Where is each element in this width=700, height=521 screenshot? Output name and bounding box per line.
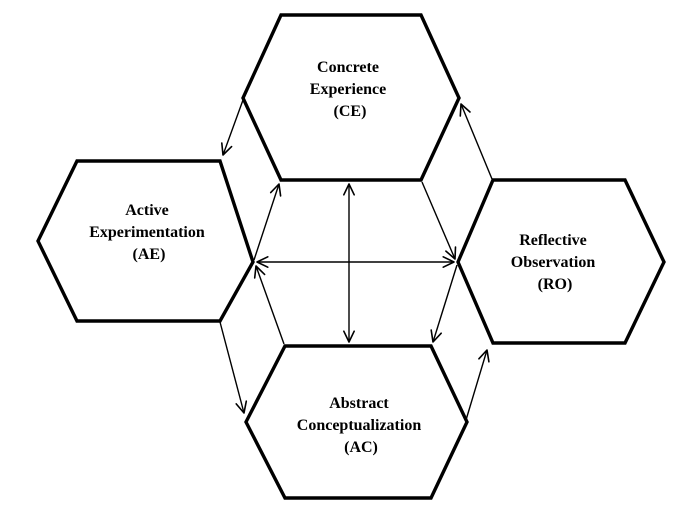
hexagon-active-experimentation	[36, 159, 255, 323]
arrow-ce-to-ro	[421, 181, 457, 260]
arrow-shaft	[465, 349, 488, 421]
arrow-ro-to-ce	[459, 103, 493, 180]
arrowhead	[235, 400, 248, 414]
arrow-shaft	[219, 321, 245, 414]
arrowhead	[445, 246, 457, 260]
label-ae-line1: Active	[125, 202, 169, 219]
label-ro-line3: (RO)	[538, 276, 573, 293]
label-ae-line3: (AE)	[133, 246, 166, 263]
label-ce-line3: (CE)	[334, 103, 367, 120]
arrow-ae-to-ac	[219, 321, 248, 414]
arrow-shaft	[460, 103, 493, 180]
arrowhead	[256, 255, 269, 269]
hexagon-abstract-conceptualization	[244, 344, 469, 500]
arrowhead	[342, 330, 356, 343]
arrowhead	[478, 349, 490, 363]
arrow-shaft	[421, 181, 456, 260]
arrowhead	[459, 103, 471, 117]
arrow-ac-to-ae	[253, 265, 285, 345]
arrow-ac-to-ro	[465, 349, 490, 421]
arrow-shaft	[222, 99, 244, 156]
arrow-shaft	[432, 264, 458, 343]
arrow-shaft	[253, 183, 280, 261]
label-ro-line2: Observation	[511, 254, 596, 271]
hexagon-reflective-observation	[456, 178, 666, 345]
hexagons	[36, 13, 666, 500]
arrow-ce-to-ae	[221, 99, 244, 156]
label-ce-line1: Concrete	[317, 59, 379, 76]
label-ro-line1: Reflective	[519, 232, 587, 249]
arrowhead	[342, 183, 356, 196]
arrow-ae-to-ce	[253, 183, 282, 261]
arrow-ro-to-ac	[430, 264, 458, 343]
label-concrete-experience: Concrete Experience (CE)	[310, 59, 390, 120]
labels: Concrete Experience (CE) Active Experime…	[89, 59, 599, 456]
label-ac-line2: Conceptualization	[297, 417, 422, 434]
arrowhead	[430, 329, 443, 343]
arrowhead	[253, 265, 266, 279]
label-ce-line2: Experience	[310, 81, 386, 98]
arrow-ae-ro-horizontal	[256, 255, 455, 269]
label-ac-line1: Abstract	[329, 395, 389, 412]
label-reflective-observation: Reflective Observation (RO)	[511, 232, 599, 293]
arrowhead	[269, 183, 282, 197]
label-active-experimentation: Active Experimentation (AE)	[89, 202, 209, 263]
arrow-shaft	[255, 265, 285, 345]
hexagon-concrete-experience	[241, 13, 461, 182]
arrowhead	[442, 255, 455, 269]
label-abstract-conceptualization: Abstract Conceptualization (AC)	[297, 395, 425, 456]
label-ae-line2: Experimentation	[89, 224, 205, 241]
label-ac-line3: (AC)	[344, 439, 378, 456]
arrow-ce-ac-vertical	[342, 183, 356, 343]
arrow-layer	[219, 99, 493, 421]
arrowhead	[221, 142, 233, 156]
